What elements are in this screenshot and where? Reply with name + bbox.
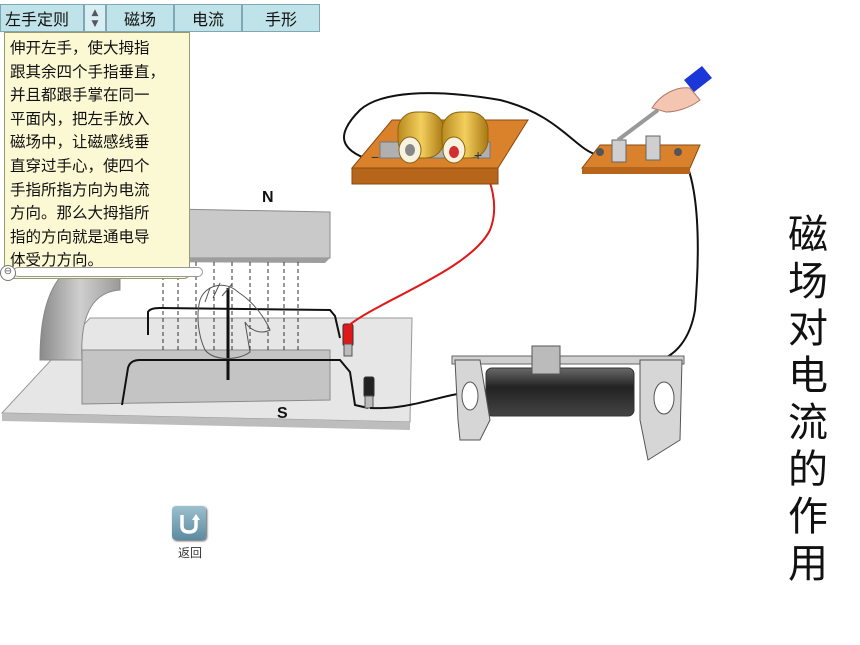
battery-holder: − + — [350, 111, 529, 185]
back-button[interactable]: 返回 — [172, 506, 208, 568]
scroll-handle-icon[interactable]: ⊖ — [0, 265, 16, 281]
page-title: 磁场对电流的作用 — [788, 212, 828, 587]
battery-pos-sign: + — [474, 147, 482, 163]
platform-terminal-red — [342, 323, 354, 357]
back-label: 返回 — [177, 546, 202, 560]
panel-scrollbar[interactable] — [13, 267, 203, 277]
tab-current[interactable]: 电流 — [174, 4, 242, 32]
explanation-panel: 伸开左手，使大拇指 跟其余四个手指垂直， 并且都跟手掌在同一 平面内，把左手放入… — [0, 32, 203, 281]
battery-neg-sign: − — [371, 149, 379, 165]
explanation-text: 伸开左手，使大拇指 跟其余四个手指垂直， 并且都跟手掌在同一 平面内，把左手放入… — [10, 39, 166, 270]
tab-left-hand-rule[interactable]: 左手定则 — [0, 4, 84, 32]
battery-cell-left — [397, 111, 445, 164]
battery-cell-right — [441, 111, 489, 164]
south-pole-label: S — [277, 405, 288, 422]
left-hand-outline — [197, 282, 271, 359]
tab-spinner[interactable]: ▲ ▼ — [84, 4, 106, 32]
rheostat — [451, 345, 685, 461]
tab-magnetic-field[interactable]: 磁场 — [106, 4, 174, 32]
spinner-up-icon[interactable]: ▲ — [91, 7, 99, 18]
tab-hand-shape[interactable]: 手形 — [242, 4, 320, 32]
top-toolbar: 左手定则 ▲ ▼ 磁场 电流 手形 — [0, 4, 320, 32]
platform-terminal-black — [363, 376, 375, 409]
spinner-down-icon[interactable]: ▼ — [91, 18, 99, 29]
hand-pointer — [651, 66, 712, 113]
knife-switch — [580, 108, 701, 174]
north-pole-label: N — [262, 189, 274, 206]
return-arrow-icon[interactable] — [172, 506, 206, 540]
conductor-rails — [121, 288, 369, 409]
